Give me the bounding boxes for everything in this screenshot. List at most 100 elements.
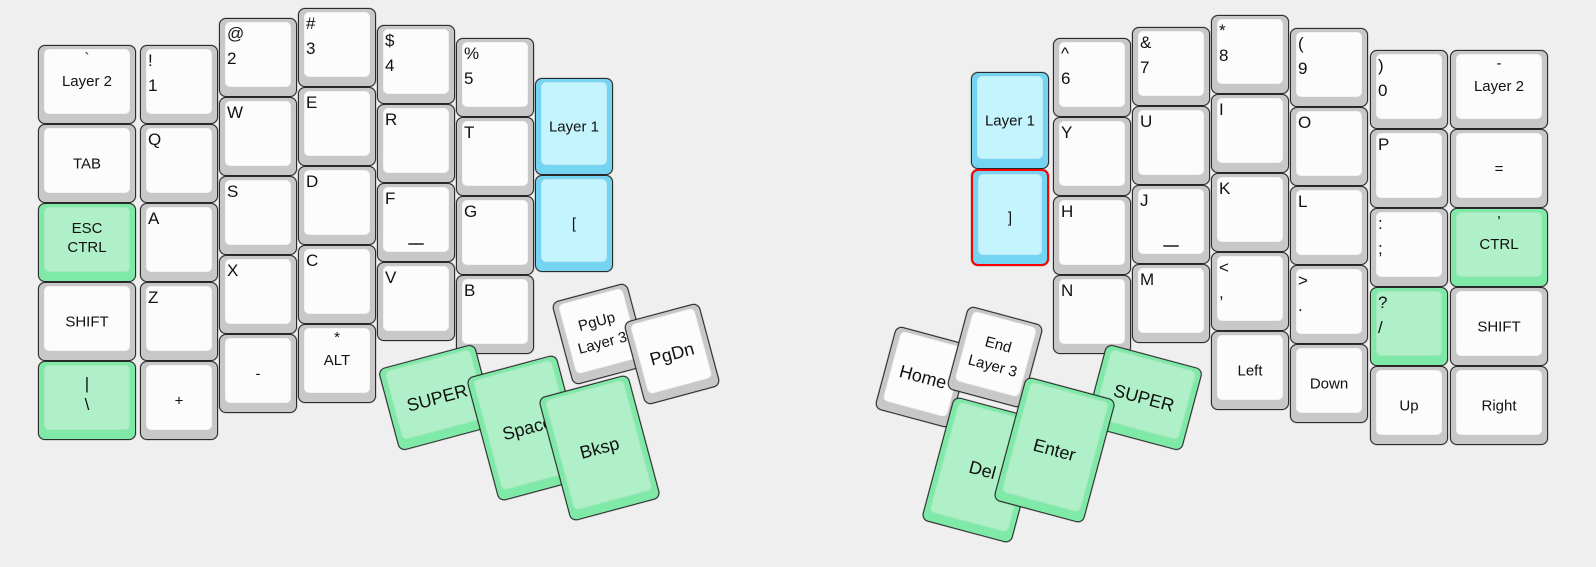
key-5[interactable]: %5 — [456, 38, 534, 117]
keycap-surface — [1138, 189, 1204, 254]
keycap-surface — [462, 200, 528, 265]
keycap-surface — [44, 365, 130, 430]
keycap-surface — [146, 365, 212, 430]
key-layer1-right[interactable]: Layer 1 — [971, 72, 1049, 169]
keycap-surface — [44, 49, 130, 114]
keycap-surface — [146, 286, 212, 351]
keycap-surface — [1296, 269, 1362, 334]
keycap-surface — [1376, 370, 1442, 435]
key-bracket-right[interactable]: ] — [971, 169, 1049, 266]
keycap-surface — [146, 207, 212, 272]
key-8[interactable]: *8 — [1211, 15, 1289, 94]
key-r[interactable]: R — [377, 104, 455, 183]
keycap-surface — [1456, 133, 1542, 198]
keycap-surface — [1059, 200, 1125, 265]
key-u[interactable]: U — [1132, 106, 1210, 185]
keycap-surface — [462, 42, 528, 107]
key-1[interactable]: !1 — [140, 45, 218, 124]
keycap-surface — [44, 286, 130, 351]
keycap-surface — [462, 279, 528, 344]
keycap-surface — [1217, 256, 1283, 321]
key-j[interactable]: J — [1132, 185, 1210, 264]
keycap-surface — [383, 108, 449, 173]
keycap-surface — [225, 259, 291, 324]
key-i[interactable]: I — [1211, 94, 1289, 173]
key-z[interactable]: Z — [140, 282, 218, 361]
key-left-arrow[interactable]: Left — [1211, 331, 1289, 410]
key-minus[interactable]: - — [219, 334, 297, 413]
key-d[interactable]: D — [298, 166, 376, 245]
keycap-surface — [225, 22, 291, 87]
keycap-surface — [1059, 121, 1125, 186]
key-right-arrow[interactable]: Right — [1450, 366, 1548, 445]
keycap-surface — [304, 249, 370, 314]
key-e[interactable]: E — [298, 87, 376, 166]
key-p[interactable]: P — [1370, 129, 1448, 208]
key-b[interactable]: B — [456, 275, 534, 354]
keycap-surface — [1217, 177, 1283, 242]
key-semicolon[interactable]: :; — [1370, 208, 1448, 287]
keycap-surface — [304, 170, 370, 235]
key-4[interactable]: $4 — [377, 25, 455, 104]
keycap-surface — [1376, 212, 1442, 277]
keycap-surface — [1059, 279, 1125, 344]
keycap-surface — [1456, 212, 1542, 277]
keycap-surface — [1296, 190, 1362, 255]
key-g[interactable]: G — [456, 196, 534, 275]
keycap-surface — [1217, 335, 1283, 400]
key-q[interactable]: Q — [140, 124, 218, 203]
key-quote-ctrl[interactable]: 'CTRL — [1450, 208, 1548, 287]
key-down-arrow[interactable]: Down — [1290, 344, 1368, 423]
keycap-surface — [1456, 291, 1542, 356]
keycap-surface — [44, 207, 130, 272]
homing-bar-indicator — [408, 243, 424, 245]
keycap-surface — [383, 187, 449, 252]
keycap-surface — [304, 328, 370, 393]
keycap-surface — [225, 180, 291, 245]
keycap-surface — [1059, 42, 1125, 107]
key-3[interactable]: #3 — [298, 8, 376, 87]
keycap-surface — [146, 49, 212, 114]
keycap-surface — [1456, 54, 1542, 119]
keycap-surface — [541, 179, 607, 262]
keycap-surface — [977, 76, 1043, 159]
key-minus-layer2[interactable]: -Layer 2 — [1450, 50, 1548, 129]
key-h[interactable]: H — [1053, 196, 1131, 275]
key-t[interactable]: T — [456, 117, 534, 196]
keycap-surface — [1376, 133, 1442, 198]
key-grave-layer2[interactable]: `Layer 2 — [38, 45, 136, 124]
keycap-surface — [1376, 54, 1442, 119]
key-c[interactable]: C — [298, 245, 376, 324]
key-y[interactable]: Y — [1053, 117, 1131, 196]
key-equals[interactable]: = — [1450, 129, 1548, 208]
key-6[interactable]: ^6 — [1053, 38, 1131, 117]
keycap-surface — [146, 128, 212, 193]
key-l[interactable]: L — [1290, 186, 1368, 265]
key-v[interactable]: V — [377, 262, 455, 341]
key-a[interactable]: A — [140, 203, 218, 282]
keycap-surface — [1217, 19, 1283, 84]
keycap-surface — [304, 12, 370, 77]
keycap-surface — [1296, 111, 1362, 176]
keycap-surface — [383, 29, 449, 94]
keycap-surface — [462, 121, 528, 186]
keycap-surface — [1138, 110, 1204, 175]
key-x[interactable]: X — [219, 255, 297, 334]
keycap-surface — [225, 338, 291, 403]
key-plus[interactable]: + — [140, 361, 218, 440]
key-pipe-backslash[interactable]: |\ — [38, 361, 136, 440]
keycap-surface — [1296, 32, 1362, 97]
key-0[interactable]: )0 — [1370, 50, 1448, 129]
key-period[interactable]: >. — [1290, 265, 1368, 344]
keycap-surface — [383, 266, 449, 331]
